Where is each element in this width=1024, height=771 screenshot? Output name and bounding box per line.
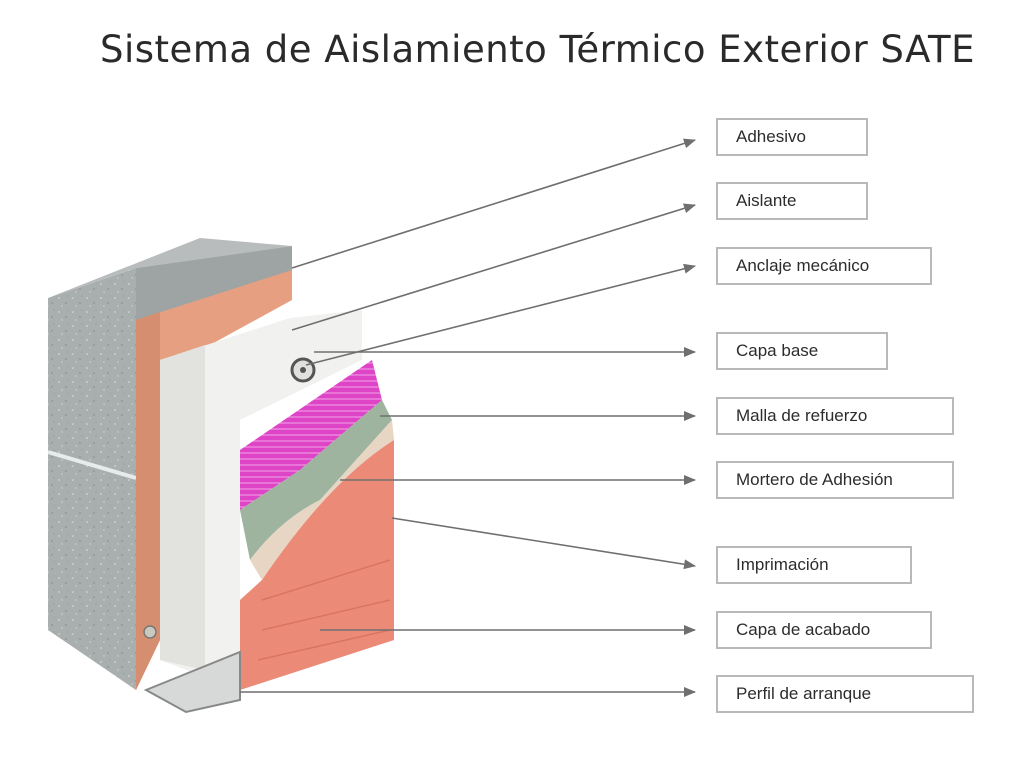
concrete-wall-top [48, 238, 292, 298]
label-aislante: Aislante [716, 182, 868, 220]
adhesive-edge [136, 312, 160, 690]
starter-profile [143, 650, 241, 714]
insulation-edge [160, 345, 205, 670]
label-malla-de-refuerzo: Malla de refuerzo [716, 397, 954, 435]
concrete-joint [47, 450, 137, 480]
concrete-wall-front [48, 268, 136, 690]
leader-line-adhesivo [291, 138, 696, 269]
insulation-board [160, 310, 362, 690]
label-mortero-de-adhesion: Mortero de Adhesión [716, 461, 954, 499]
leader-lines [240, 138, 696, 697]
finish-texture [257, 559, 391, 661]
leader-line-imprimacion [391, 517, 696, 570]
label-anclaje-mecanico: Anclaje mecánico [716, 247, 932, 285]
label-perfil-de-arranque: Perfil de arranque [716, 675, 974, 713]
wall-cutaway [47, 238, 394, 714]
label-capa-de-acabado: Capa de acabado [716, 611, 932, 649]
finish-layer [240, 440, 394, 690]
anchor-center [300, 367, 306, 373]
starter-screw [143, 625, 157, 639]
base-coat-layer [240, 400, 392, 560]
primer-layer [250, 420, 394, 580]
label-capa-base: Capa base [716, 332, 888, 370]
label-imprimacion: Imprimación [716, 546, 912, 584]
leader-line-aislante [291, 203, 696, 331]
mesh-layer [240, 360, 382, 510]
label-adhesivo: Adhesivo [716, 118, 868, 156]
diagram-title: Sistema de Aislamiento Térmico Exterior … [100, 28, 976, 71]
leader-line-anclaje [305, 263, 696, 366]
